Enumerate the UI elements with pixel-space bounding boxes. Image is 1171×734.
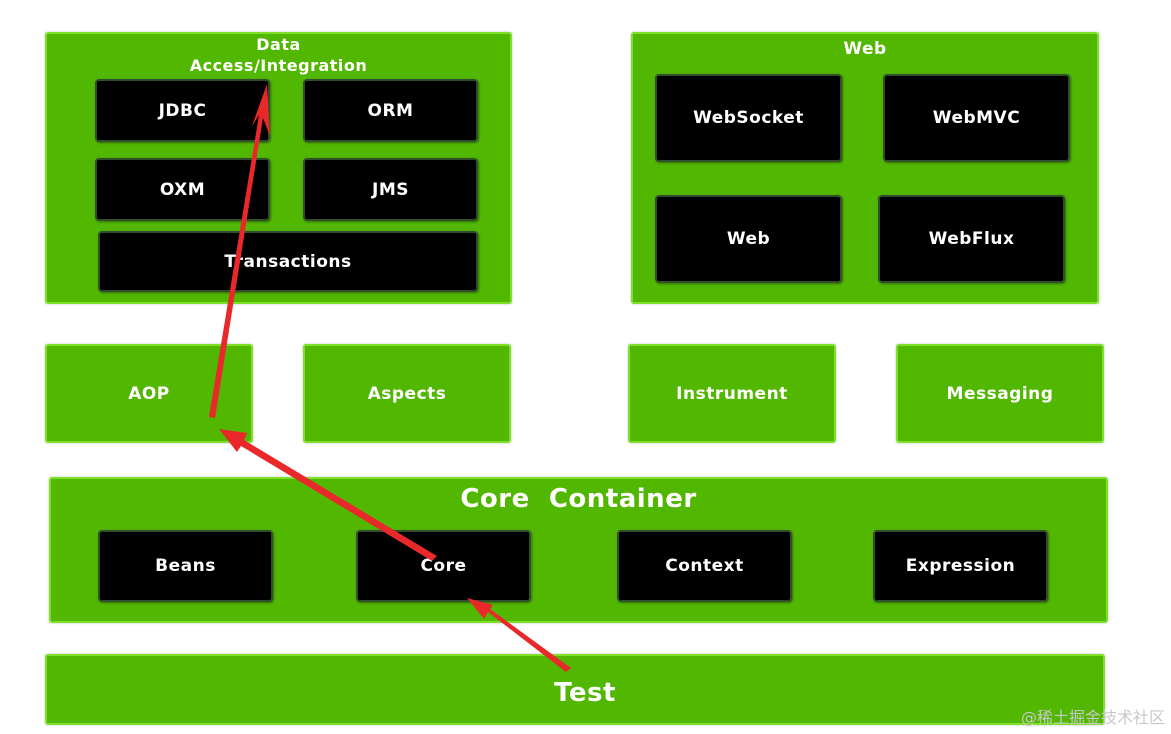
module-transactions: Transactions [98,231,478,292]
module-core: Core [356,530,531,602]
core-container-group: Core Container Beans Core Context Expres… [49,477,1108,623]
data-access-title-line1: Data [256,35,301,54]
module-instrument: Instrument [628,344,836,443]
module-jms: JMS [303,158,478,221]
module-expression: Expression [873,530,1048,602]
module-webflux: WebFlux [878,195,1065,283]
data-access-integration-group: Data Access/Integration JDBC ORM OXM JMS… [45,32,512,304]
web-title: Web [843,39,887,59]
core-container-title: Core Container [460,484,697,514]
module-test: Test [45,654,1105,725]
data-access-title: Data Access/Integration [47,34,510,76]
web-group: Web WebSocket WebMVC Web WebFlux [631,32,1099,304]
module-aspects: Aspects [303,344,511,443]
module-beans: Beans [98,530,273,602]
module-websocket: WebSocket [655,74,842,162]
module-context: Context [617,530,792,602]
module-orm: ORM [303,79,478,142]
module-messaging: Messaging [896,344,1104,443]
data-access-title-line2: Access/Integration [189,56,368,75]
module-oxm: OXM [95,158,270,221]
module-web: Web [655,195,842,283]
module-aop: AOP [45,344,253,443]
watermark: @稀土掘金技术社区 [1020,708,1165,727]
module-webmvc: WebMVC [883,74,1070,162]
module-jdbc: JDBC [95,79,270,142]
